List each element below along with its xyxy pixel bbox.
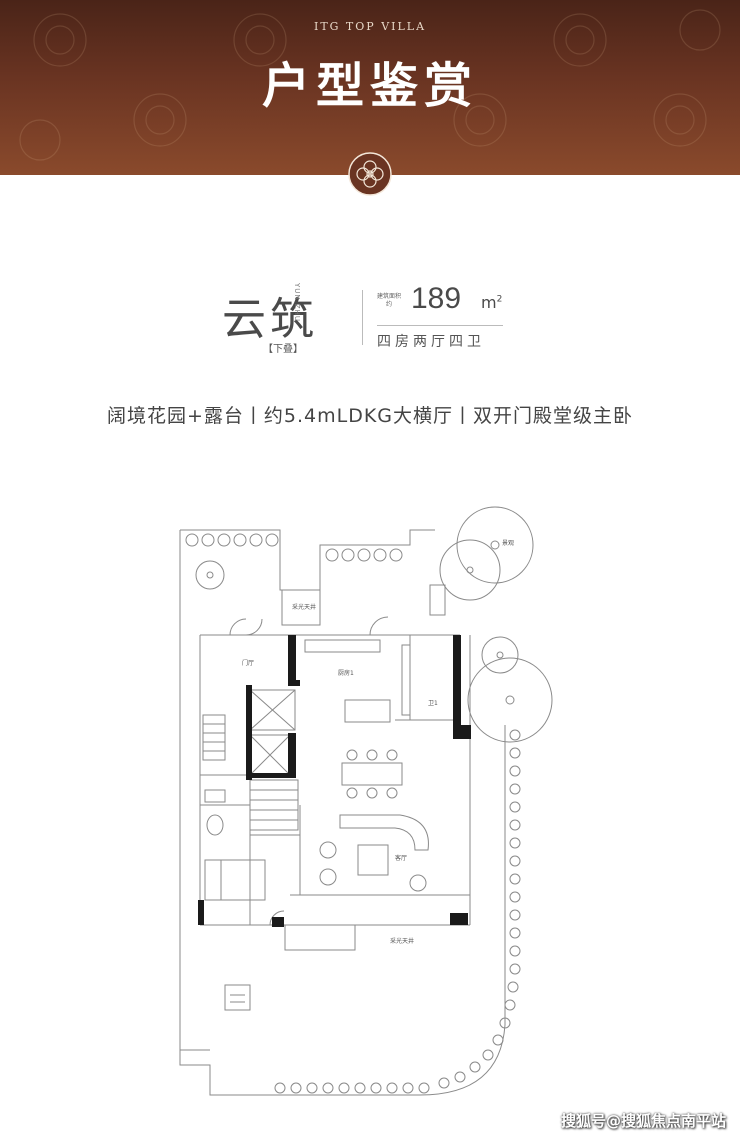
area-underline <box>377 325 503 326</box>
area-label: 建筑面积约 <box>377 293 402 308</box>
label-skylight-bottom: 采光天井 <box>390 937 414 945</box>
label-bath: 卫1 <box>428 700 438 707</box>
feature-highlights: 阔境花园+露台丨约5.4mLDKG大横厅丨双开门殿堂级主卧 <box>106 405 634 427</box>
page-title: 户型鉴赏 <box>261 58 478 114</box>
watermark: 搜狐号@搜狐焦点南平站 <box>560 1112 726 1130</box>
area-value: 189 <box>411 282 462 315</box>
flower-emblem-icon <box>348 152 392 196</box>
label-entry-hall: 门厅 <box>242 659 254 667</box>
label-kitchen: 厨房1 <box>338 669 354 677</box>
area-unit: m2 <box>481 293 502 312</box>
floorplan-drawing: 采光天井 门厅 厨房1 卫1 客厅 采光天井 景观 <box>179 506 553 1096</box>
label-living: 客厅 <box>395 854 407 862</box>
unit-pinyin: YUN ZHU <box>293 283 301 323</box>
banner-pattern <box>19 9 721 161</box>
label-garden-area: 景观 <box>502 540 514 547</box>
header-subtitle: ITG TOP VILLA <box>313 20 427 33</box>
area-unit-base: m <box>481 293 497 312</box>
unit-name: 云筑 <box>222 294 318 345</box>
label-skylight-top: 采光天井 <box>292 603 316 611</box>
area-unit-sup: 2 <box>496 294 503 305</box>
header-banner: ITG TOP VILLA 户型鉴赏 <box>0 0 740 175</box>
layout-type: 四房两厅四卫 <box>377 334 485 350</box>
unit-divider <box>362 290 363 345</box>
unit-tag: 【下叠】 <box>263 344 303 355</box>
